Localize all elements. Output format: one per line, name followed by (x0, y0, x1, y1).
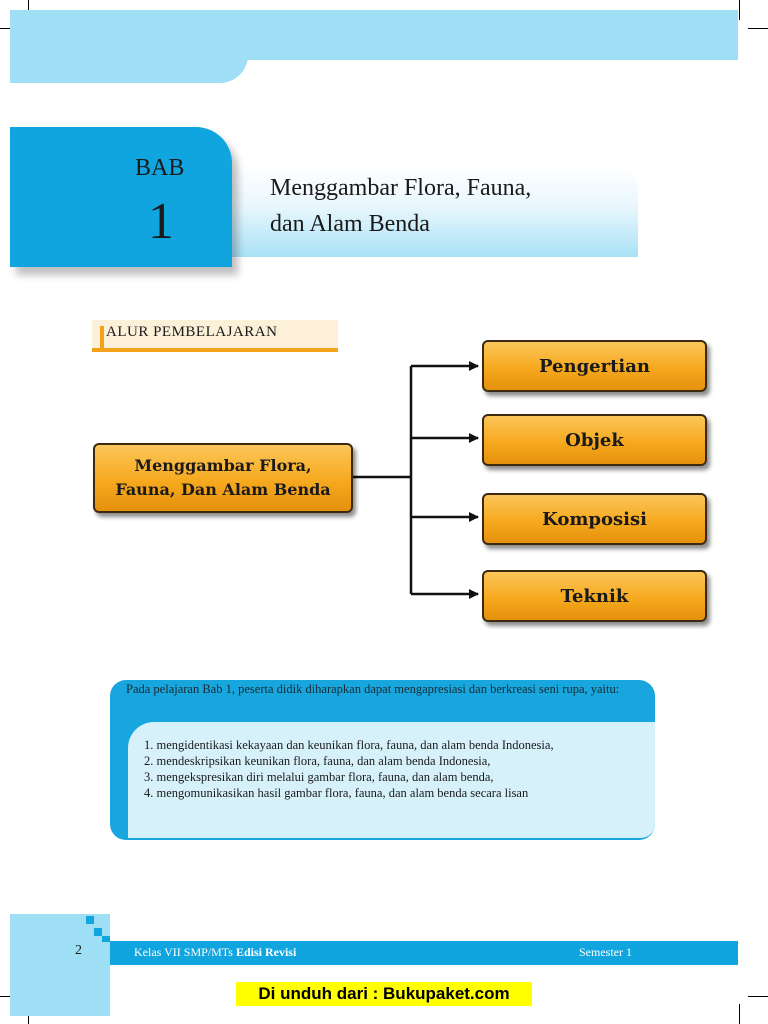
objectives-list: 1. mengidentikasi kekayaan dan keunikan … (144, 737, 638, 801)
crop-mark (739, 0, 740, 20)
footer-band (110, 941, 738, 965)
objective-item: 1. mengidentikasi kekayaan dan keunikan … (144, 738, 554, 752)
book-title: Kelas VII SMP/MTs Edisi Revisi (134, 945, 296, 960)
semester-label: Semester 1 (579, 945, 632, 959)
subtopic-box-teknik: Teknik (482, 570, 707, 622)
book-prefix: Kelas VII SMP/MTs (134, 945, 236, 959)
title-band (232, 165, 638, 257)
download-text[interactable]: Di unduh dari : Bukupaket.com (258, 984, 510, 1003)
alur-label-box (92, 320, 338, 352)
objective-item: 2. mendeskripsikan keunikan flora, fauna… (144, 754, 491, 768)
footer-pixel (94, 928, 102, 936)
crop-mark (748, 28, 768, 29)
main-topic-line2: Fauna, Dan Alam Benda (115, 480, 331, 499)
chapter-title-line1: Menggambar Flora, Fauna, (270, 175, 532, 201)
chapter-label: BAB (135, 155, 185, 181)
download-banner (236, 982, 532, 1006)
main-topic-box: Menggambar Flora, Fauna, Dan Alam Benda (93, 443, 353, 513)
crop-mark (748, 996, 768, 997)
page-number: 2 (75, 943, 82, 958)
objectives-inner (128, 722, 655, 838)
chapter-title-line2: dan Alam Benda (270, 211, 430, 237)
main-topic-line1: Menggambar Flora, (134, 456, 312, 475)
objective-item: 4. mengomunikasikan hasil gambar flora, … (144, 786, 529, 800)
header-tab (10, 40, 248, 83)
alur-accent-bar (100, 326, 104, 348)
objective-item: 3. mengekspresikan diri melalui gambar f… (144, 770, 494, 784)
footer-pixel (86, 916, 94, 924)
subtopic-box-komposisi: Komposisi (482, 493, 707, 545)
chapter-number: 1 (148, 193, 174, 250)
chapter-title: Menggambar Flora, Fauna, dan Alam Benda (270, 170, 630, 242)
crop-mark (739, 1004, 740, 1024)
subtopic-box-objek: Objek (482, 414, 707, 466)
objectives-intro: Pada pelajaran Bab 1, peserta didik diha… (126, 682, 620, 696)
alur-label: ALUR PEMBELAJARAN (106, 324, 278, 340)
footer-corner (10, 914, 110, 1016)
chapter-box (10, 127, 232, 267)
book-edition: Edisi Revisi (235, 945, 297, 959)
footer-pixel (102, 936, 110, 942)
subtopic-box-pengertian: Pengertian (482, 340, 707, 392)
